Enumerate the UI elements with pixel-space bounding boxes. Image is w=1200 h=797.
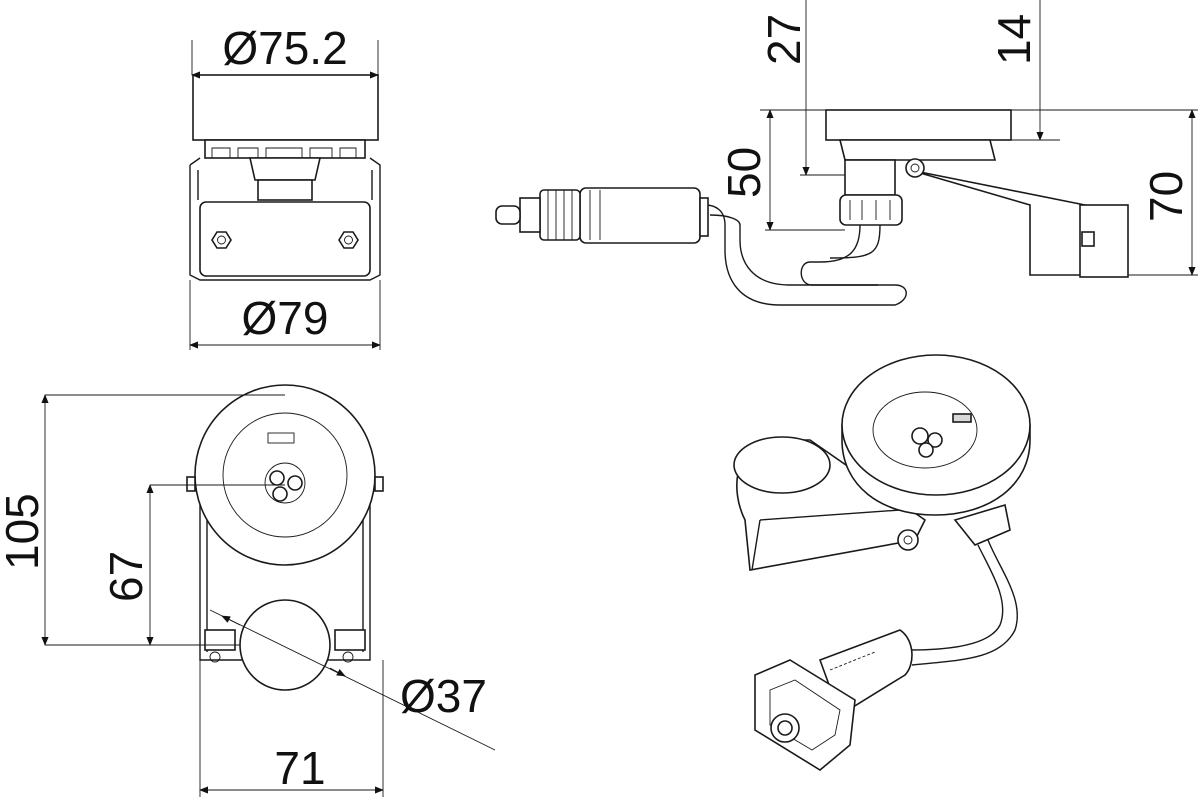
side-view: 27 14 50 70 xyxy=(495,0,1198,306)
logo-badge xyxy=(267,432,295,444)
lamp-face xyxy=(194,384,376,566)
plug-body xyxy=(579,187,701,244)
dim-top-diameter: Ø75.2 xyxy=(222,22,347,74)
top-view: 105 67 Ø37 71 xyxy=(0,384,496,797)
dim-27: 27 xyxy=(758,14,810,65)
dim-14: 14 xyxy=(988,14,1040,65)
front-view: Ø75.2 Ø79 xyxy=(189,22,381,350)
iso-view xyxy=(733,354,1031,771)
dim-pipe-diameter: Ø37 xyxy=(400,670,487,722)
dim-71: 71 xyxy=(274,742,325,794)
lamp-face xyxy=(841,354,1031,496)
bracket-plate xyxy=(199,201,371,277)
nut-icon xyxy=(338,231,359,249)
led-cluster-icon xyxy=(911,427,943,458)
dim-70: 70 xyxy=(1140,171,1192,222)
lamp-housing xyxy=(192,74,379,141)
pipe-clamp xyxy=(239,599,331,691)
nut-icon xyxy=(211,231,232,249)
dim-105: 105 xyxy=(0,493,48,570)
dim-50: 50 xyxy=(718,147,770,198)
led-cluster-icon xyxy=(264,462,306,504)
dim-67: 67 xyxy=(100,551,152,602)
lamp-base xyxy=(204,139,366,159)
dim-bottom-diameter: Ø79 xyxy=(242,292,329,344)
lamp-housing xyxy=(825,109,1012,141)
